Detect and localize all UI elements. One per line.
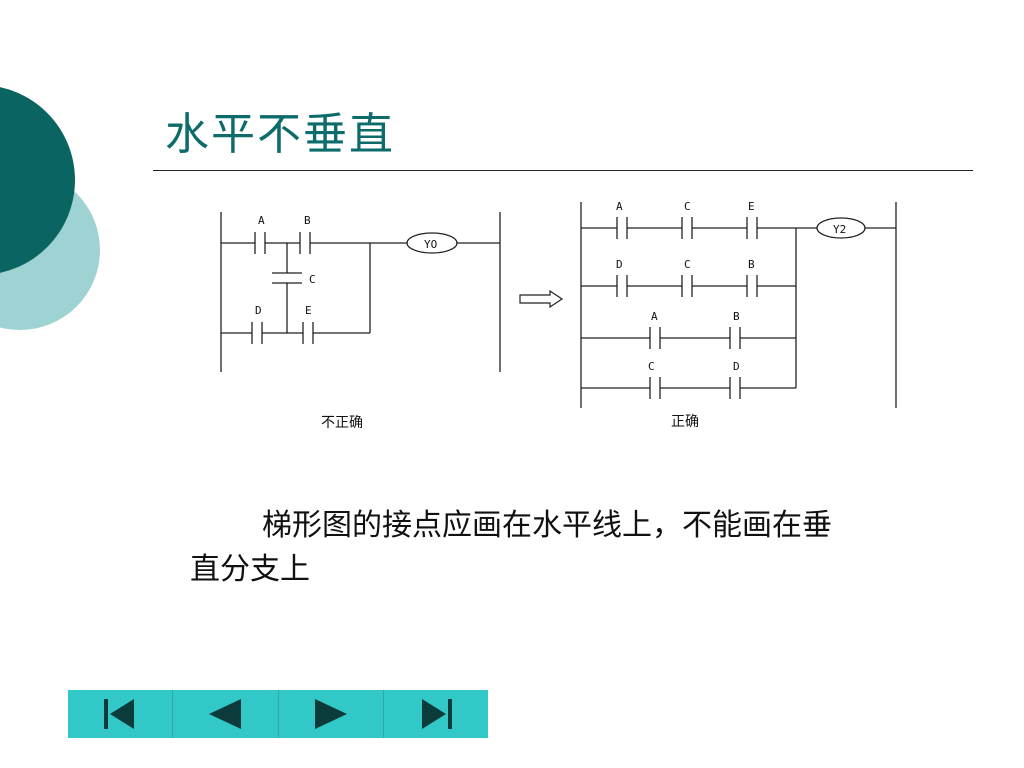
ladder-right [580, 202, 897, 408]
contact-label-r2-c: C [684, 258, 691, 271]
coil-label-right: Y2 [833, 223, 846, 236]
body-line-1: 梯形图的接点应画在水平线上，不能画在垂 [262, 508, 832, 543]
next-slide-button[interactable] [279, 690, 384, 738]
caption-left: 不正确 [321, 415, 363, 431]
contact-label-r1-e: E [748, 200, 755, 213]
contact-label-left-d: D [255, 304, 262, 317]
prev-icon [209, 699, 242, 729]
slide-body: 梯形图的接点应画在水平线上，不能画在垂 直分支上 [190, 504, 950, 592]
contact-label-left-b: B [304, 214, 311, 227]
last-slide-button[interactable] [384, 690, 488, 738]
contact-label-r3-a: A [651, 310, 658, 323]
first-icon [104, 699, 135, 729]
contact-label-left-a: A [258, 214, 265, 227]
ladder-left [220, 212, 501, 372]
caption-right: 正确 [671, 414, 699, 430]
next-icon [314, 699, 347, 729]
title-divider [153, 170, 973, 171]
last-icon [421, 699, 452, 729]
coil-label-left: YO [424, 238, 437, 251]
decorative-circles [0, 87, 100, 330]
ladder-diagram: A B C D E YO 不正确 A C E Y2 D C B A B C D … [220, 200, 897, 431]
contact-label-r4-d: D [733, 360, 740, 373]
prev-slide-button[interactable] [173, 690, 279, 738]
contact-label-left-e: E [305, 304, 312, 317]
first-slide-button[interactable] [68, 690, 174, 738]
contact-label-r1-c: C [684, 200, 691, 213]
contact-label-r3-b: B [733, 310, 740, 323]
contact-label-r2-b: B [748, 258, 755, 271]
body-line-2: 直分支上 [190, 552, 310, 587]
arrow-icon [519, 289, 564, 309]
contact-label-r2-d: D [616, 258, 623, 271]
slide-nav [68, 690, 488, 738]
contact-label-r4-c: C [648, 360, 655, 373]
contact-label-left-c: C [309, 273, 316, 286]
slide-title: 水平不垂直 [165, 109, 395, 160]
contact-label-r1-a: A [616, 200, 623, 213]
